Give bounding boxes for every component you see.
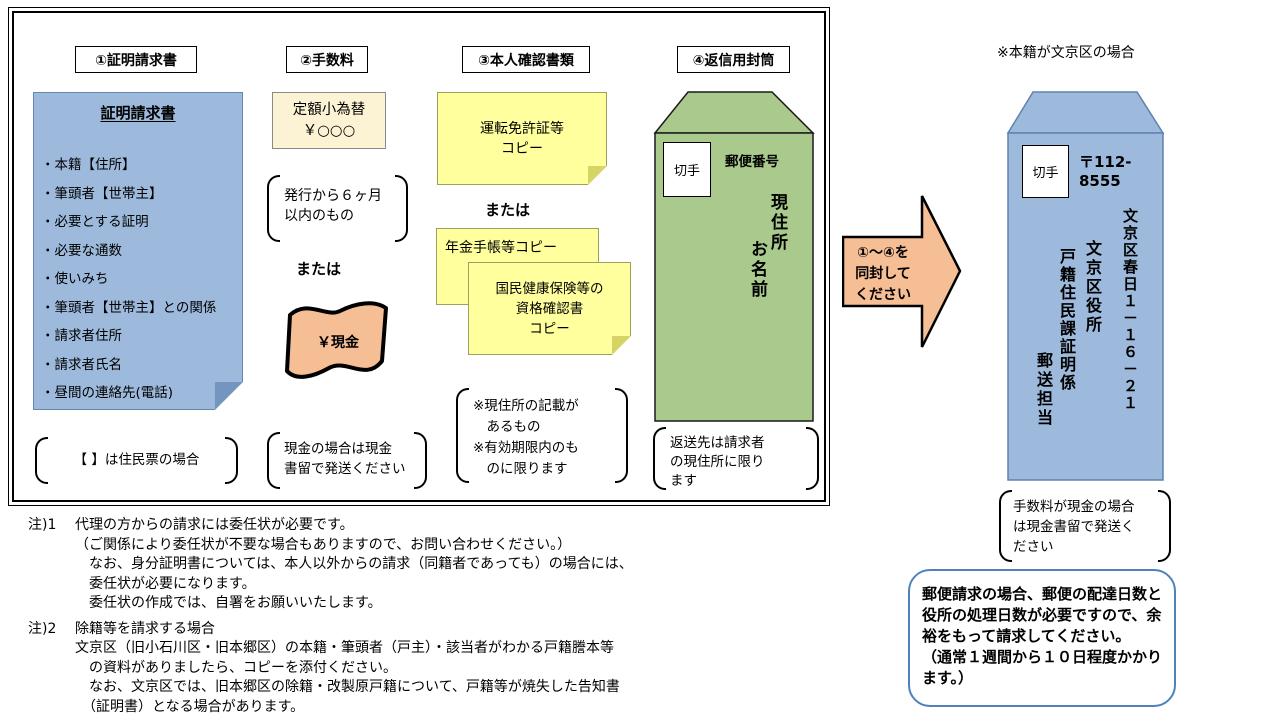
main-diagram-frame — [8, 7, 830, 506]
footnote-line: 代理の方からの請求には委任状が必要です。 — [75, 517, 354, 533]
insurance-copy-label: 国民健康保険等の 資格確認書 コピー — [495, 280, 604, 337]
footnote-line: （ご関係により委任状が不要な場合もありますので、お問い合わせください。） — [75, 536, 572, 553]
address-line-vertical: 文京区春日１－１６－２１ — [1121, 208, 1139, 412]
header-return-envelope: ④返信用封筒 — [677, 46, 790, 73]
footnote-2-lines: 除籍等を請求する場合 文京区（旧小石川区・旧本郷区）の本籍・筆頭者（戸主）・該当… — [75, 620, 620, 718]
cash-fee-note: 手数料が現金の場合 は現金書留で発送く ださい — [999, 490, 1171, 562]
request-form-item-list: ・本籍【住所】 ・筆頭者【世帯主】 ・必要とする証明 ・必要な通数 ・使いみち … — [34, 151, 242, 408]
footnote-1: 注)1 代理の方からの請求には委任状が必要です。 （ご関係により委任状が不要な場… — [28, 516, 868, 614]
footnote-line: 委任状が必要になります。 — [75, 575, 256, 592]
postal-code-value: 〒112-8555 — [1079, 153, 1132, 190]
form-item: ・請求者氏名 — [41, 356, 122, 373]
money-order-box: 定額小為替 ￥○○○ — [272, 92, 386, 149]
return-envelope-shape — [653, 91, 815, 422]
license-copy-label: 運転免許証等 コピー — [480, 120, 564, 157]
footnote-line: 除籍等を請求する場合 — [75, 620, 215, 637]
insurance-copy-note: 国民健康保険等の 資格確認書 コピー — [468, 262, 631, 355]
form-item: ・筆頭者【世帯主】との関係 — [41, 299, 217, 316]
footnote-line: 委任状の作成では、自署をお願いいたします。 — [75, 595, 382, 611]
header-id-documents: ③本人確認書類 — [462, 46, 590, 73]
request-form-note: 証明請求書 ・本籍【住所】 ・筆頭者【世帯主】 ・必要とする証明 ・必要な通数 … — [33, 92, 243, 410]
stamp-box: 切手 — [1022, 145, 1069, 198]
footnote-2: 注)2 除籍等を請求する場合 文京区（旧小石川区・旧本郷区）の本籍・筆頭者（戸主… — [28, 620, 868, 718]
form-item: ・本籍【住所】 — [41, 157, 136, 173]
form-item: ・使いみち — [41, 271, 109, 287]
id-document-caution-note: ※現住所の記載が あるもの ※有効期限内のも のに限ります — [456, 388, 628, 483]
money-order-validity-note: 発行から６ヶ月 以内のもの — [267, 175, 408, 242]
residence-card-footnote: 【 】は住民票の場合 — [35, 437, 238, 484]
footnote-line: （証明書）となる場合があります。 — [75, 698, 305, 715]
footnotes: 注)1 代理の方からの請求には委任状が必要です。 （ご関係により委任状が不要な場… — [28, 516, 868, 717]
your-name-vertical: お名前 — [747, 240, 767, 300]
header-fee: ②手数料 — [286, 46, 368, 73]
stamp-box: 切手 — [663, 142, 711, 197]
current-address-vertical: 現住所 — [767, 193, 787, 253]
form-item: ・昼間の連絡先(電話) — [41, 385, 174, 401]
footnote-line: の資料がありましたら、コピーを添付ください。 — [75, 659, 397, 676]
office-name-vertical: 文京区役所 — [1083, 240, 1102, 335]
return-address-note: 返送先は請求者 の現住所に限り ます — [653, 427, 819, 490]
section-name-vertical: 戸籍住民課証明係 — [1057, 248, 1076, 392]
form-item: ・筆頭者【世帯主】 — [41, 185, 163, 202]
footnote-2-label: 注)2 — [28, 620, 57, 637]
postal-code-label: 郵便番号 — [725, 154, 779, 170]
footnote-line: 文京区（旧小石川区・旧本郷区）の本籍・筆頭者（戸主）・該当者がわかる戸籍謄本等 — [75, 640, 614, 656]
request-form-title: 証明請求書 — [100, 104, 176, 122]
or-label-fee: または — [296, 260, 342, 278]
header-request-form: ①証明請求書 — [75, 46, 197, 73]
footnote-line: なお、文京区では、旧本郷区の除籍・改製原戸籍について、戸籍等が焼失した告知書 — [75, 679, 620, 695]
footnote-line: なお、身分証明書については、本人以外からの請求（同籍者であっても）の場合には、 — [75, 556, 633, 572]
cash-flag-label: ￥現金 — [317, 335, 359, 351]
pension-book-label: 年金手帳等コピー — [445, 240, 557, 256]
license-copy-note: 運転免許証等 コピー — [437, 92, 607, 185]
unit-name-vertical: 郵送担当 — [1034, 352, 1053, 428]
mailing-envelope: 切手 〒112-8555 文京区春日１－１６－２１ 文京区役所 戸籍住民課証明係… — [1003, 90, 1168, 482]
cash-registered-mail-note: 現金の場合は現金 書留で発送ください — [267, 432, 427, 489]
delivery-time-callout: 郵便請求の場合、郵便の配達日数と役所の処理日数が必要ですので、余裕をもって請求し… — [908, 569, 1176, 707]
enclose-arrow: ①～④を 同封して ください — [841, 194, 962, 349]
honseki-condition-label: ※本籍が文京区の場合 — [997, 45, 1135, 61]
or-label-id: または — [485, 201, 531, 219]
form-item: ・必要な通数 — [41, 242, 122, 259]
right-arrow-shape — [841, 195, 962, 348]
footnote-1-label: 注)1 — [28, 517, 57, 533]
mailing-envelope-shape — [1006, 91, 1165, 481]
enclose-arrow-label: ①～④を 同封して ください — [855, 245, 911, 303]
footnote-1-lines: 代理の方からの請求には委任状が必要です。 （ご関係により委任状が不要な場合もあり… — [75, 516, 633, 614]
form-item: ・必要とする証明 — [41, 214, 149, 230]
return-envelope: 切手 郵便番号 現住所 お名前 — [653, 90, 815, 423]
cash-flag: ￥現金 — [281, 294, 395, 390]
form-item: ・請求者住所 — [41, 328, 122, 344]
cash-flag-shape — [285, 301, 388, 379]
